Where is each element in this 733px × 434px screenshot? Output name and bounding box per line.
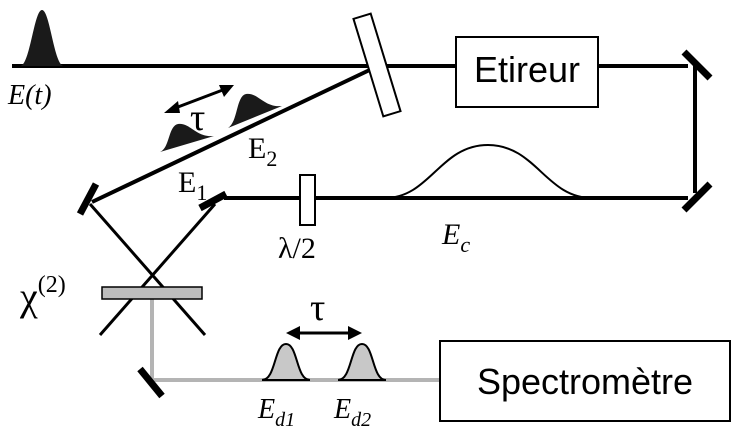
nonlinear-crystal [101, 286, 203, 300]
pulse-e1 [160, 123, 214, 152]
beamsplitter [352, 12, 402, 118]
spectrometer-box: Spectromètre [439, 340, 731, 422]
tau-arrow-bottom [286, 326, 362, 340]
pulse-e1-label: E1 [178, 166, 207, 205]
detected-pulse-2-label: Ed2 [333, 394, 371, 431]
input-pulse [20, 10, 64, 66]
chirped-label: Ec [441, 218, 470, 257]
input-field-label: E(t) [7, 80, 52, 111]
mirror-bottom-left [137, 366, 165, 399]
stretcher-box: Etireur [455, 36, 599, 108]
crossing-beam-right [98, 203, 217, 336]
chi-label: χ(2) [19, 272, 66, 319]
reflected-beam [91, 64, 379, 204]
tau-bottom-label: τ [310, 287, 325, 329]
halfwave-plate [299, 174, 316, 226]
pulse-e2-label: E2 [248, 132, 277, 171]
halfwave-label: λ/2 [278, 232, 316, 265]
detected-pulse-2 [337, 342, 387, 381]
mirror-left [76, 182, 100, 216]
crossing-beam-left [88, 203, 207, 336]
mirror-top-right [681, 49, 713, 81]
stretcher-label: Etireur [474, 49, 580, 90]
tau-top-label: τ [190, 97, 205, 139]
detected-pulse-1-label: Ed1 [257, 394, 295, 431]
mirror-center [198, 190, 228, 212]
detected-pulse-1 [261, 342, 311, 381]
spectrometer-label: Spectromètre [477, 361, 693, 402]
mirror-bottom-right [681, 181, 713, 213]
chirped-pulse [384, 143, 593, 199]
pulse-e2 [228, 93, 282, 128]
tau-arrow-top [164, 85, 234, 113]
